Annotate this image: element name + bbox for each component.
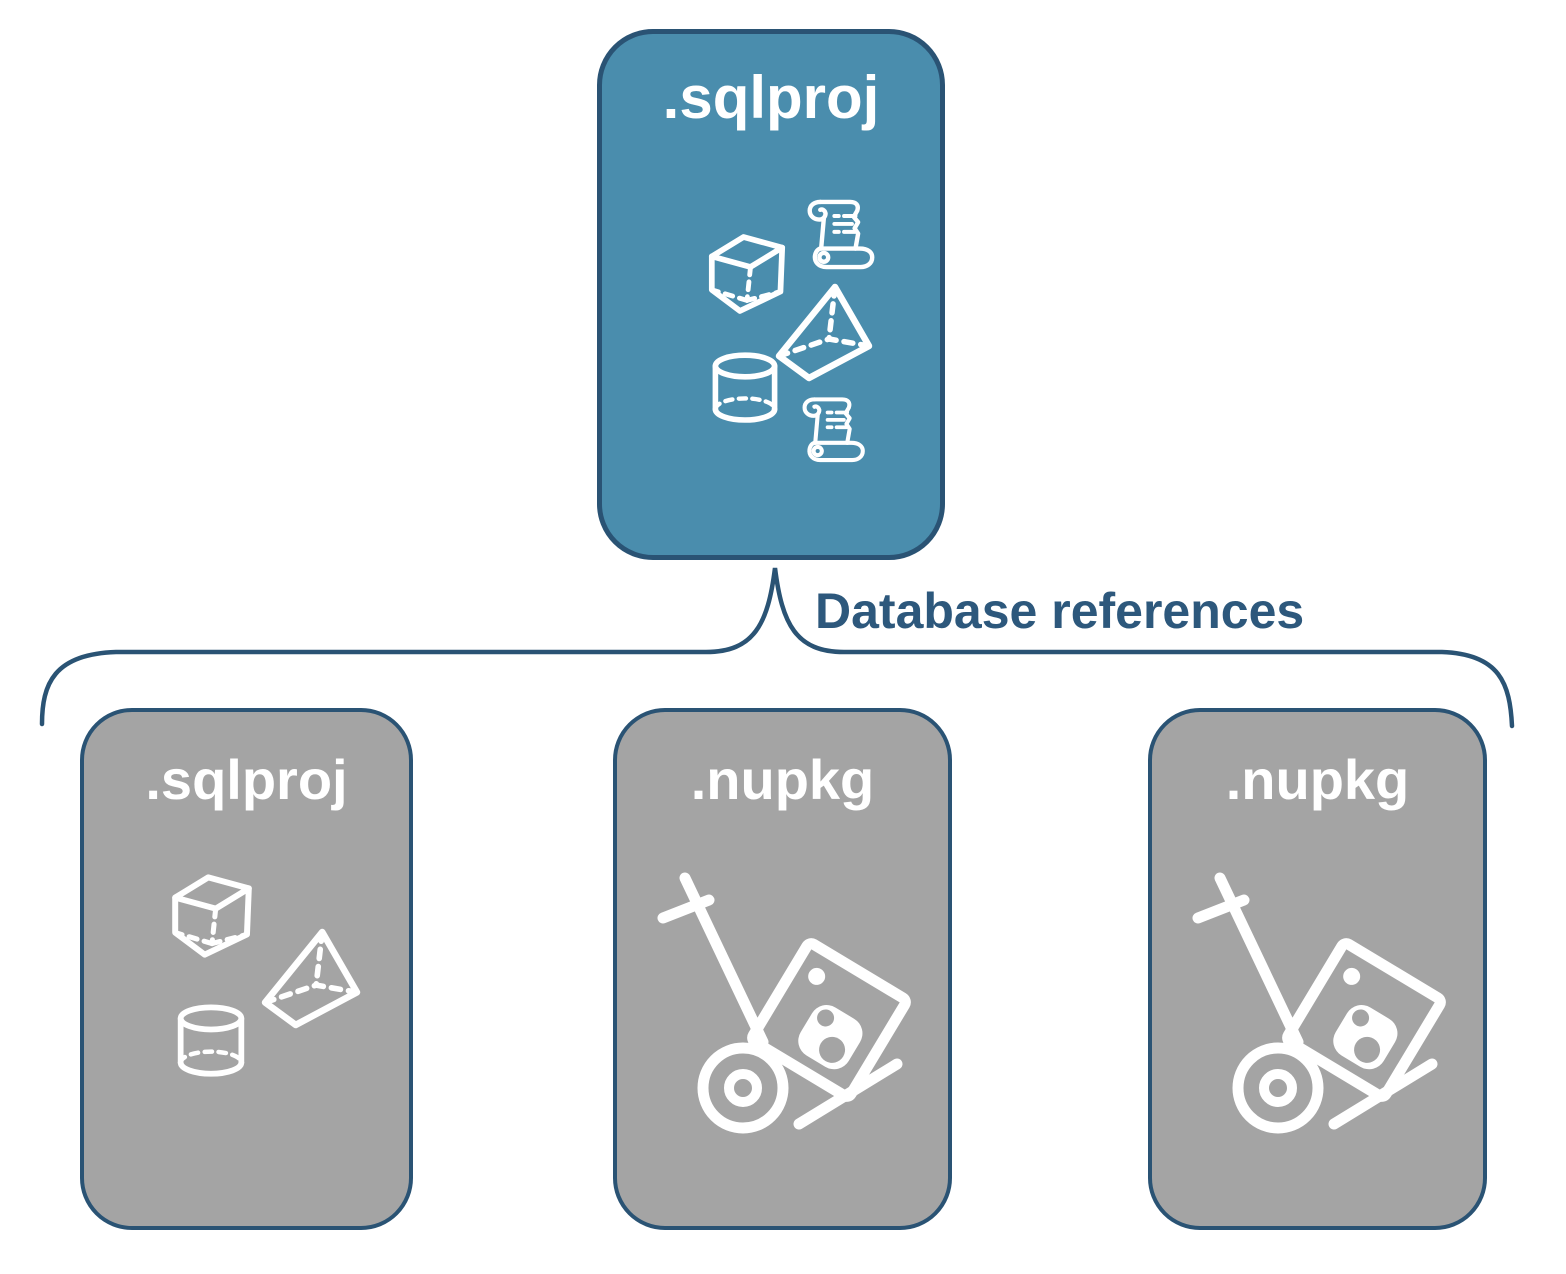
pyramid-icon — [265, 932, 357, 1025]
parent-box-icons — [697, 164, 897, 484]
database-cylinder-icon — [181, 1007, 242, 1073]
child-box-icons — [657, 872, 917, 1142]
database-references-label: Database references — [815, 583, 1305, 639]
parent-box-title: .sqlproj — [662, 64, 880, 131]
child-box-title: .sqlproj — [145, 748, 348, 811]
hand-truck-package-icon — [1198, 878, 1442, 1128]
database-cylinder-icon — [715, 355, 774, 420]
sqlproj-child-box: .sqlproj — [80, 708, 413, 1230]
sqlproj-parent-box: .sqlproj — [597, 29, 945, 560]
hand-truck-package-icon — [663, 878, 907, 1128]
child-box-title: .nupkg — [1225, 748, 1410, 811]
nupkg-child-box-2: .nupkg — [1148, 708, 1487, 1230]
cube-icon — [175, 877, 249, 954]
child-box-icons — [154, 862, 364, 1092]
script-scroll-icon — [805, 399, 863, 460]
cube-icon — [712, 237, 782, 311]
pyramid-icon — [779, 287, 869, 378]
script-scroll-icon — [810, 202, 872, 267]
brace-connector — [39, 567, 1515, 729]
child-box-icons — [1192, 872, 1452, 1142]
nupkg-child-box-1: .nupkg — [613, 708, 952, 1230]
child-box-title: .nupkg — [690, 748, 875, 811]
